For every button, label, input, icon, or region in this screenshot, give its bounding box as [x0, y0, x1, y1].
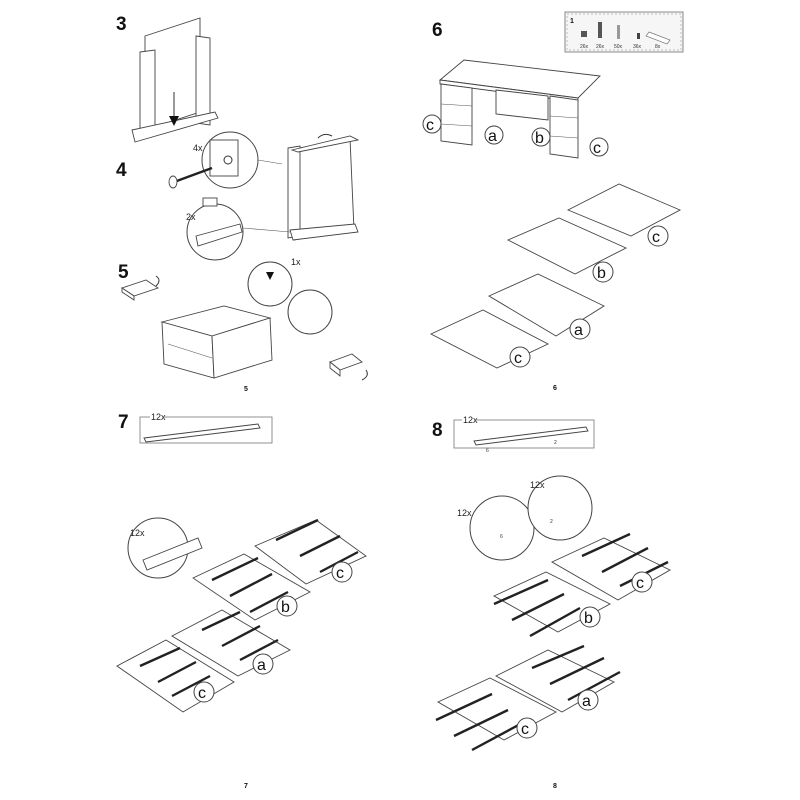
panel-label-a: a [574, 322, 583, 339]
step8-label-b: b [584, 610, 593, 627]
step7-label-c-top: c [336, 565, 344, 582]
dowel-quantity: 2x [186, 212, 196, 222]
step6-panels: c b a c [429, 183, 682, 369]
rail-quantity: 12x [151, 412, 166, 422]
step8-label-c-bottom: c [521, 721, 529, 738]
pin-icon [637, 33, 640, 39]
step7-detail-quantity: 12x [130, 528, 145, 538]
step-number-5: 5 [118, 262, 129, 283]
desk-illustration: c a b c [422, 59, 609, 159]
step8-rail-box: 12x 6 2 [453, 415, 595, 454]
hardware-qty-4: 36x [633, 44, 642, 50]
step-number-7: 7 [118, 412, 129, 433]
step7-label-a: a [257, 657, 266, 674]
page-number-8: 8 [553, 783, 557, 790]
hardware-qty-5: 8x [655, 44, 661, 50]
panel-label-c-top: c [652, 229, 660, 246]
step7-label-c-bottom: c [198, 685, 206, 702]
hardware-qty-1: 26x [580, 44, 589, 50]
step-number-4: 4 [116, 160, 127, 181]
rail-mark-6: 6 [486, 448, 489, 454]
step-number-8: 8 [432, 420, 443, 441]
page-number-7: 7 [244, 783, 248, 790]
page-number-5: 5 [244, 386, 248, 393]
step3-cabinet-illustration [131, 17, 219, 143]
desk-label-c-right: c [593, 140, 601, 157]
desk-label-a: a [488, 128, 497, 145]
desk-label-c-left: c [426, 117, 434, 134]
step4-illustration: 4x 2x [168, 131, 360, 261]
detail-mark-6: 6 [500, 534, 503, 540]
bolt-quantity: 4x [193, 143, 203, 153]
hardware-qty-3: 50x [614, 44, 623, 50]
page-number-6: 6 [553, 385, 557, 392]
rail-mark-2: 2 [554, 440, 557, 446]
step8-panels: 12x 6 12x 2 c b a c [435, 475, 671, 752]
step8-label-c-top: c [636, 575, 644, 592]
step7-label-b: b [281, 599, 290, 616]
step8-label-a: a [582, 693, 591, 710]
panel-label-b: b [597, 265, 606, 282]
screw-icon [598, 22, 602, 38]
hardware-box: 1 26x 26x 50x 36x 8x [564, 11, 684, 53]
hardware-box-label: 1 [570, 18, 574, 25]
step7-panels: 12x c b a c [116, 517, 367, 713]
desk-label-b: b [535, 130, 544, 147]
step-number-3: 3 [116, 14, 127, 35]
detail-mark-2: 2 [550, 519, 553, 525]
bracket-icon [645, 31, 671, 45]
step7-rail-box: 12x [139, 412, 273, 444]
step5-illustration: 1x [120, 257, 368, 381]
clip-quantity: 1x [291, 257, 301, 267]
step8-rail-quantity: 12x [463, 415, 478, 425]
cam-lock-icon [581, 31, 587, 37]
step-number-6: 6 [432, 20, 443, 41]
step8-detail-quantity-left: 12x [457, 508, 472, 518]
dowel-icon [617, 25, 620, 39]
step8-detail-quantity-right: 12x [530, 480, 545, 490]
panel-label-c-bottom: c [514, 350, 522, 367]
hardware-qty-2: 26x [596, 44, 605, 50]
